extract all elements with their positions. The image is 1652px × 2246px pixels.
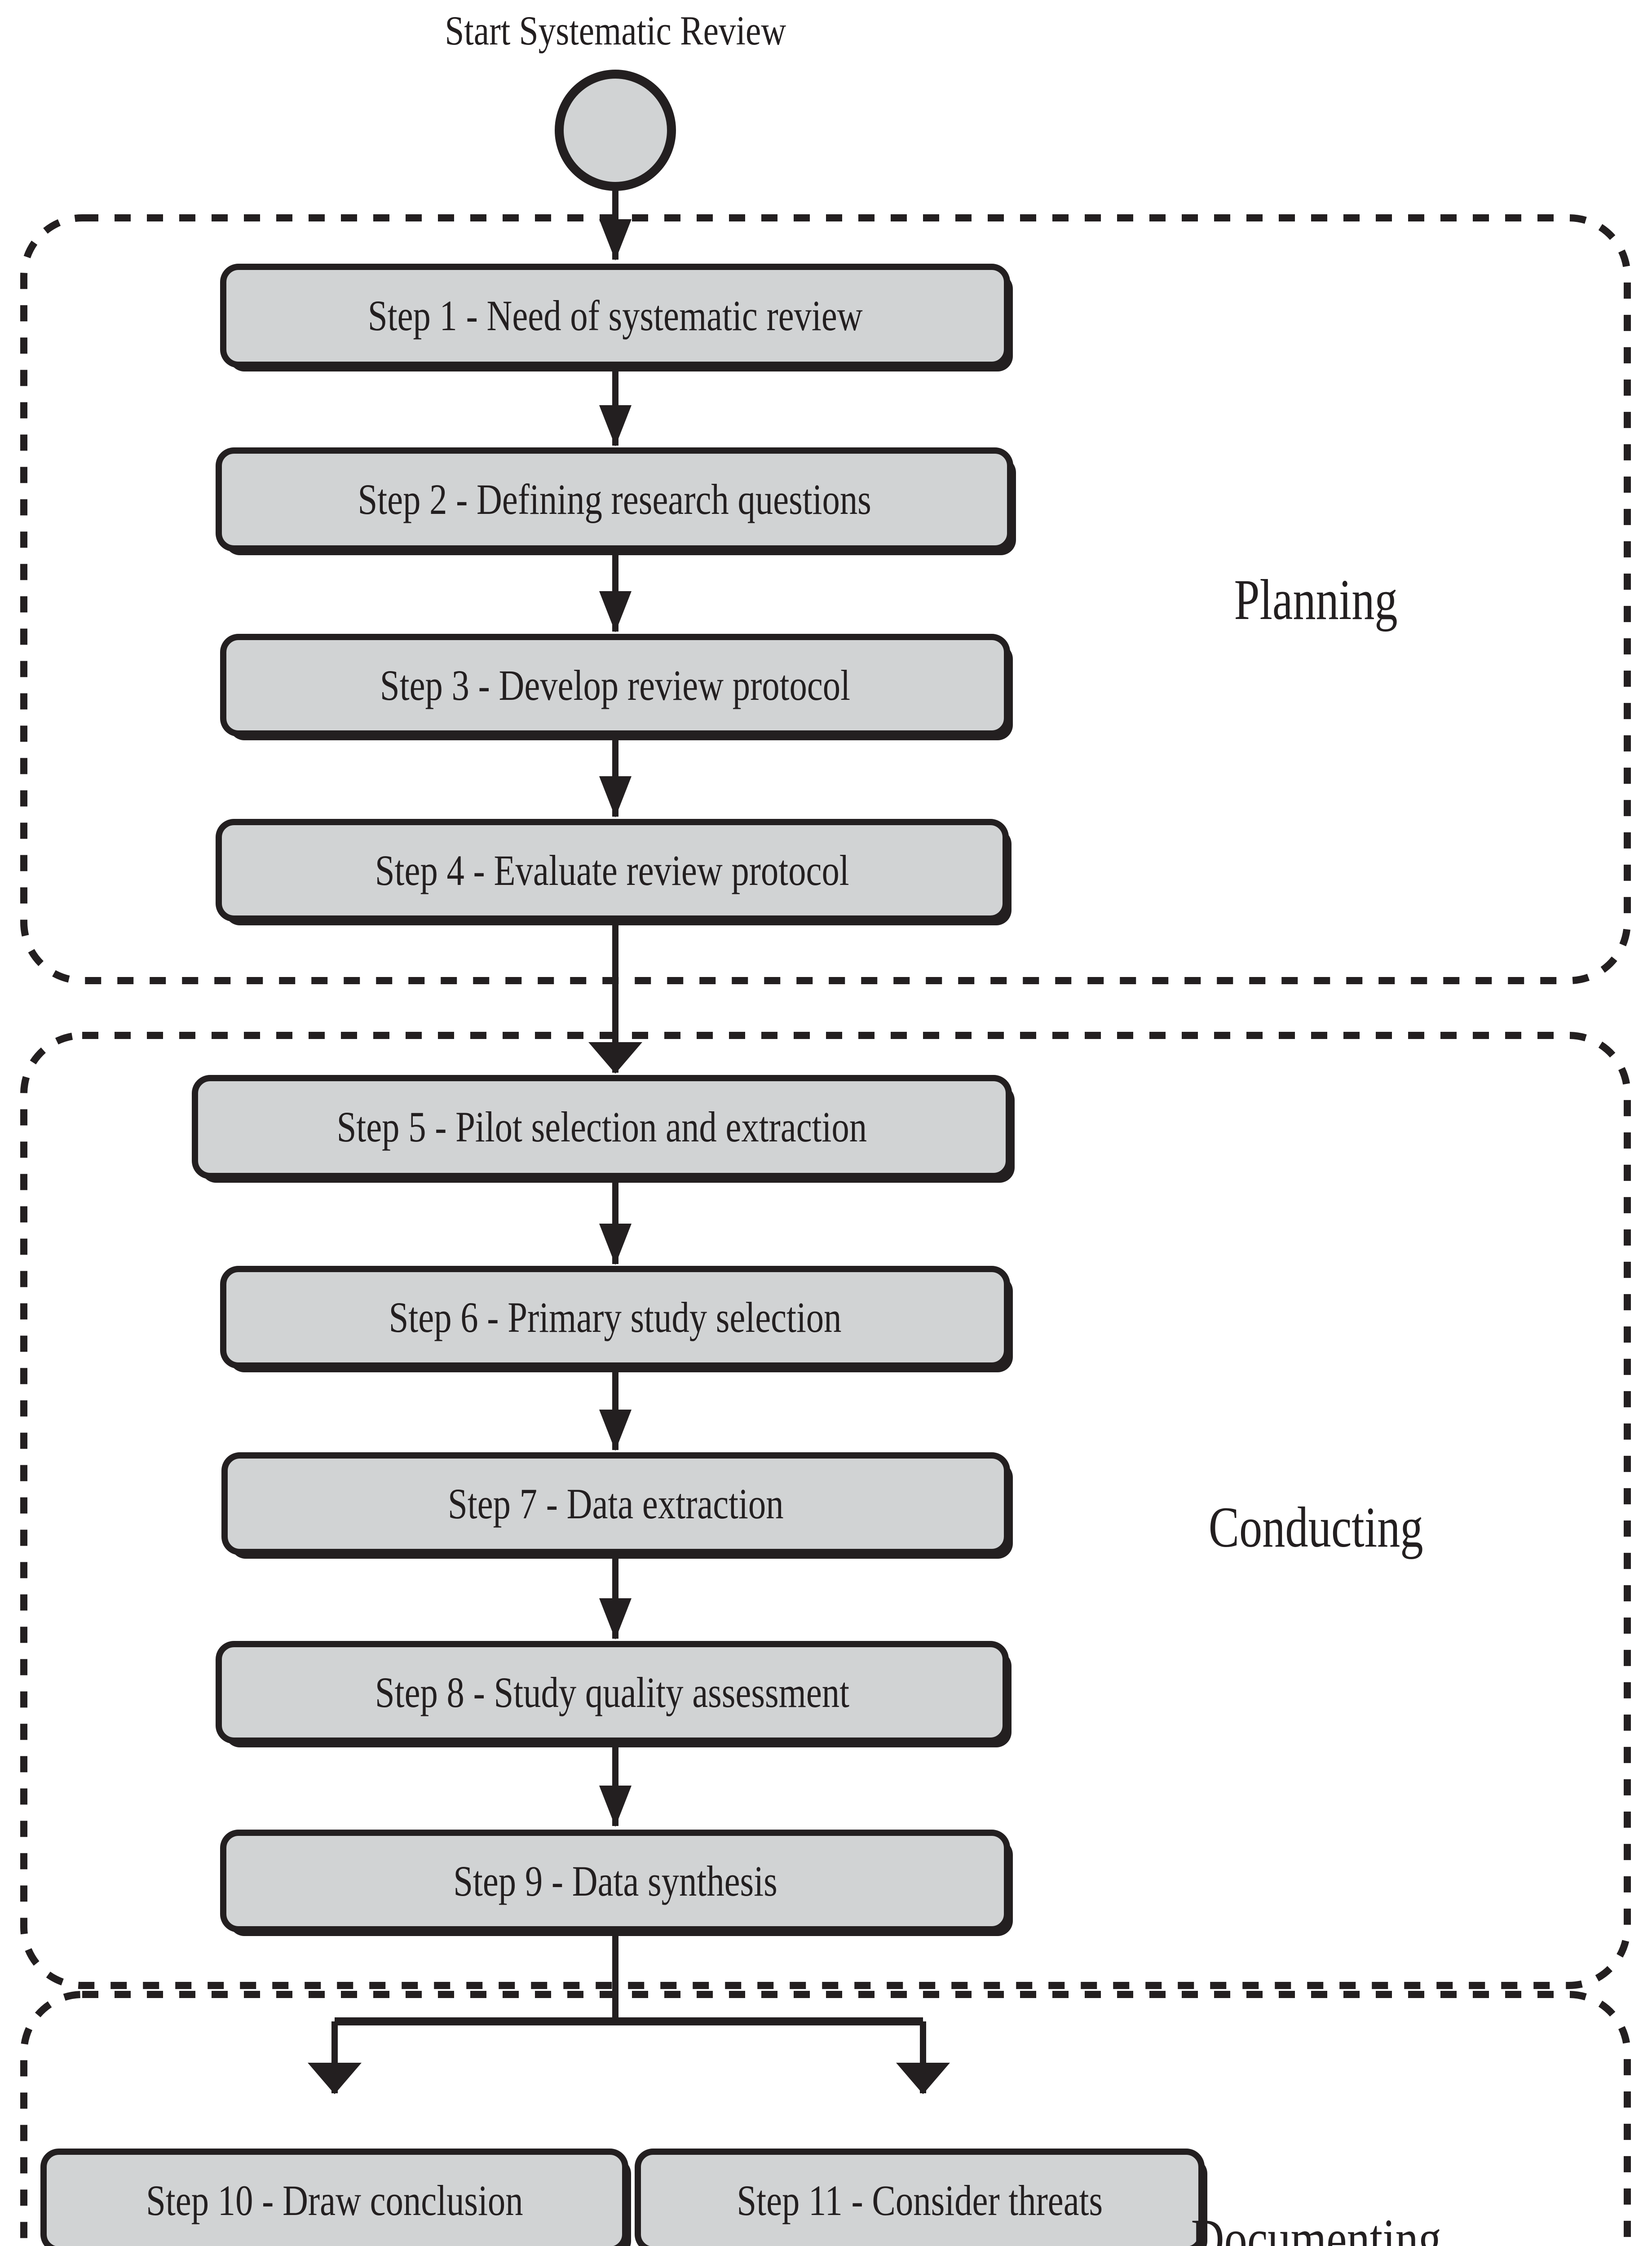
step-box-step-8[interactable]	[216, 1641, 1009, 1744]
step-box-step-3[interactable]	[220, 634, 1010, 737]
step-box-step-6[interactable]	[220, 1266, 1010, 1369]
step-box-step-1[interactable]	[220, 264, 1010, 368]
start-terminal-circle	[555, 70, 676, 191]
step-box-step-10[interactable]	[40, 2149, 628, 2246]
step-box-step-4[interactable]	[216, 819, 1009, 922]
step-box-step-9[interactable]	[220, 1830, 1010, 1932]
step-box-step-7[interactable]	[221, 1452, 1010, 1555]
phase-container-conducting	[20, 1032, 1631, 1989]
phase-container-planning	[20, 214, 1631, 984]
step-box-step-2[interactable]	[216, 447, 1013, 552]
step-box-step-11[interactable]	[635, 2149, 1205, 2246]
step-box-step-5[interactable]	[192, 1075, 1012, 1179]
